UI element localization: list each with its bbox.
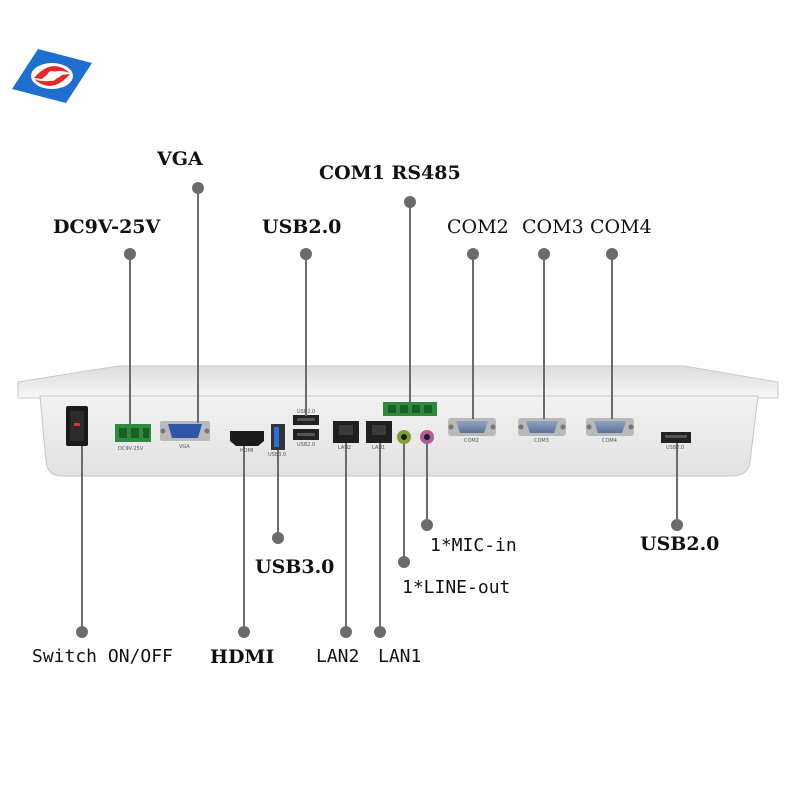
brand-logo-icon (12, 49, 92, 103)
caption-usb30: USB3.0 (268, 452, 287, 458)
caption-usb20: USB2.0 (297, 442, 316, 448)
label-usb20-right: USB2.0 (640, 533, 720, 555)
com4-port (586, 418, 634, 436)
power-switch (66, 406, 88, 446)
caption-usb20-right: USB2.0 (666, 445, 685, 451)
caption-lan1: LAN1 (372, 445, 386, 451)
line-out-jack (397, 430, 411, 444)
vga-port (160, 421, 210, 441)
label-com2: COM2 (447, 216, 509, 238)
brand-logo (8, 45, 96, 107)
label-dc: DC9V-25V (53, 216, 161, 238)
com1-terminal (383, 402, 437, 416)
label-com1: COM1 RS485 (319, 162, 461, 184)
device-top-bezel (17, 365, 779, 399)
dc-terminal (115, 424, 151, 442)
label-switch: Switch ON/OFF (32, 646, 173, 667)
lan2-port (333, 421, 359, 443)
label-mic: 1*MIC-in (430, 535, 517, 556)
usb20-right-port (661, 432, 691, 443)
label-lan1: LAN1 (378, 646, 422, 667)
usb20-stack (293, 415, 319, 440)
label-lineout: 1*LINE-out (402, 577, 511, 598)
com2-port (448, 418, 496, 436)
caption-com4: COM4 (602, 438, 617, 444)
label-vga: VGA (157, 148, 203, 170)
caption-usb20-top: USB2.0 (297, 409, 316, 415)
hdmi-port (230, 431, 264, 446)
label-com3: COM3 (522, 216, 584, 238)
label-hdmi: HDMI (210, 646, 275, 668)
mic-jack (420, 430, 434, 444)
usb30-port (271, 424, 285, 450)
com3-port (518, 418, 566, 436)
caption-com3: COM3 (534, 438, 549, 444)
caption-vga: VGA (179, 444, 190, 450)
lan1-port (366, 421, 392, 443)
caption-hdmi: HDMI (240, 448, 254, 454)
label-usb30: USB3.0 (255, 556, 335, 578)
caption-com2: COM2 (464, 438, 479, 444)
caption-lan2: LAN2 (338, 445, 352, 451)
label-lan2: LAN2 (316, 646, 360, 667)
label-usb20-top: USB2.0 (262, 216, 342, 238)
label-com4: COM4 (590, 216, 652, 238)
caption-dc: DC9V-25V (118, 446, 144, 452)
